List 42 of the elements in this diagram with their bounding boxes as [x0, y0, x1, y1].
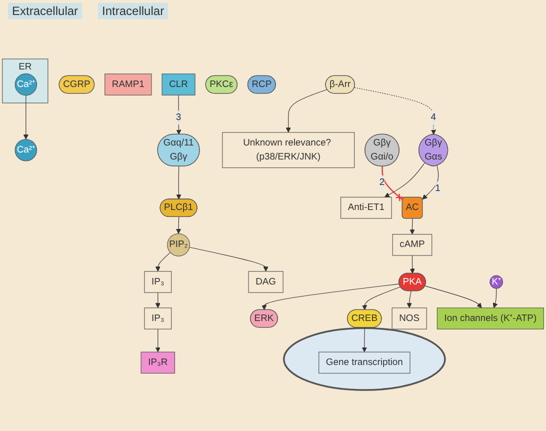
node-circle: Ca²⁺: [14, 73, 38, 96]
node-box: DAG: [248, 271, 284, 293]
node-box: Gene transcription: [318, 352, 410, 374]
arrow: [362, 286, 401, 310]
arrow: [176, 216, 182, 234]
region-label: Intracellular: [98, 3, 168, 19]
arrow: [155, 292, 160, 308]
region-label: Extracellular: [8, 3, 82, 19]
edge-label: 4: [430, 112, 436, 122]
arrow: [155, 328, 160, 352]
node-circle: Ca²⁺: [14, 138, 38, 162]
node-box: CLR: [162, 74, 196, 96]
node-circle: K⁺: [490, 275, 503, 289]
arrow: [155, 252, 171, 272]
arrow: [362, 327, 367, 352]
node-box: cAMP: [392, 234, 432, 256]
arrow: [422, 165, 439, 200]
arrow: [176, 166, 182, 200]
node-box: IP₃: [144, 271, 172, 293]
arrow: [262, 284, 400, 310]
arrow: [424, 286, 482, 308]
arrow: [410, 255, 415, 274]
edge-label: 1: [435, 183, 440, 194]
node-box: IP₃: [144, 308, 172, 330]
node-box: IP₃R: [140, 352, 176, 374]
arrow: [406, 290, 412, 308]
arrow: [354, 87, 436, 135]
node-box: Anti-ET1: [340, 196, 392, 219]
arrow: [286, 89, 328, 133]
arrow: [189, 246, 268, 272]
connector: [382, 166, 404, 202]
arrow: [384, 162, 426, 198]
node-circle: PIP₂: [167, 233, 190, 256]
edge-label: 3: [176, 112, 182, 122]
node-box: NOS: [392, 308, 427, 330]
edge-label: 2: [379, 177, 385, 188]
arrow: [23, 95, 28, 140]
node-box: Ion channels (K⁺-ATP): [436, 308, 544, 330]
node-box: Unknown relevance? (p38/ERK/JNK): [222, 132, 355, 168]
arrow: [410, 218, 415, 235]
arrow: [492, 288, 498, 308]
node-box: RAMP1: [104, 74, 152, 96]
